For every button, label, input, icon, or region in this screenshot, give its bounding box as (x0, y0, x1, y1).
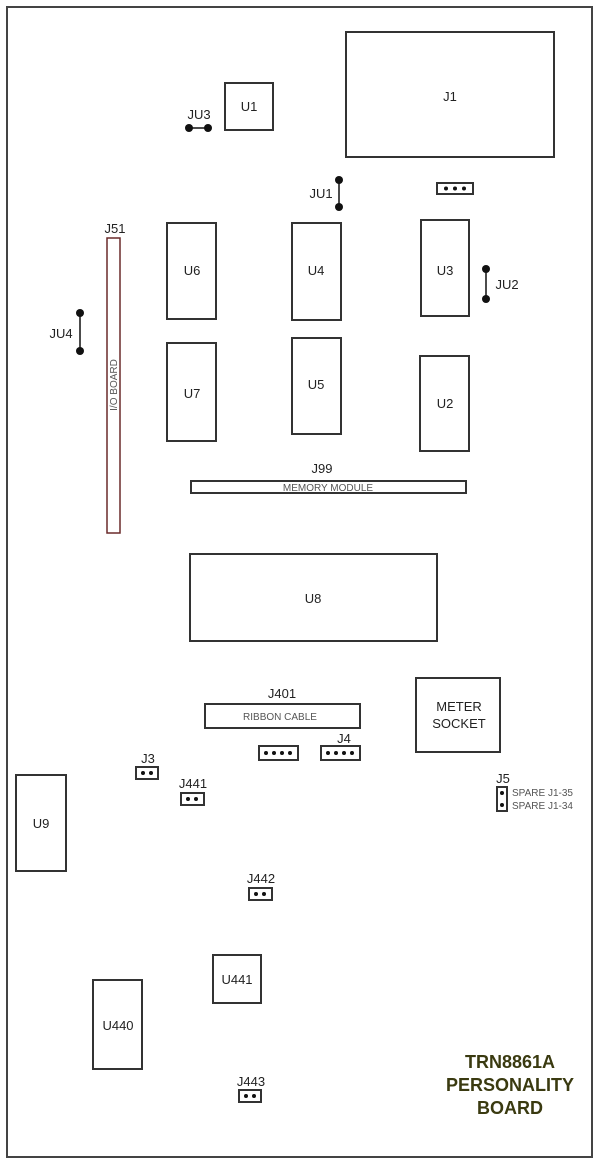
connector-j4: J4 (320, 731, 361, 761)
meter-socket: METER SOCKET (415, 677, 501, 753)
connector-j99: J99 MEMORY MODULE (190, 461, 467, 494)
connector-j401: J401 RIBBON CABLE (204, 686, 361, 729)
chip-u6: U6 (166, 222, 217, 320)
svg-text:U8: U8 (305, 591, 322, 606)
chip-u5: U5 (291, 337, 342, 435)
chip-u7: U7 (166, 342, 217, 442)
jumper-ju2: JU2 (482, 265, 519, 303)
svg-text:U441: U441 (221, 972, 252, 987)
svg-text:TRN8861A: TRN8861A (465, 1052, 555, 1072)
svg-text:J99: J99 (312, 461, 333, 476)
svg-text:U2: U2 (437, 396, 454, 411)
board-title: TRN8861A PERSONALITY BOARD (446, 1052, 574, 1118)
svg-text:U9: U9 (33, 816, 50, 831)
svg-text:J1: J1 (443, 89, 457, 104)
connector-j51: J51 I/O BOARD (105, 221, 126, 534)
connector-j3: J3 (135, 751, 159, 780)
svg-text:SPARE J1-34: SPARE J1-34 (512, 801, 573, 812)
svg-text:J4: J4 (337, 731, 351, 746)
chip-u8: U8 (189, 553, 438, 642)
svg-text:SPARE J1-35: SPARE J1-35 (512, 788, 573, 799)
svg-text:U440: U440 (102, 1018, 133, 1033)
svg-text:JU3: JU3 (187, 107, 210, 122)
svg-text:U6: U6 (184, 263, 201, 278)
connector-j5: J5 SPARE J1-35 SPARE J1-34 (496, 771, 573, 812)
svg-text:U1: U1 (241, 99, 258, 114)
connector-j441: J441 (179, 776, 207, 806)
svg-text:JU1: JU1 (309, 186, 332, 201)
jumper-ju4: JU4 (49, 309, 84, 355)
chip-u1: U1 (224, 82, 274, 131)
svg-text:METER: METER (436, 699, 482, 714)
chip-u4: U4 (291, 222, 342, 321)
svg-text:J5: J5 (496, 771, 510, 786)
jumper-ju3: JU3 (185, 107, 212, 132)
svg-text:PERSONALITY: PERSONALITY (446, 1075, 574, 1095)
svg-text:U4: U4 (308, 263, 325, 278)
svg-text:MEMORY MODULE: MEMORY MODULE (283, 483, 374, 494)
chip-u440: U440 (92, 979, 143, 1070)
svg-text:SOCKET: SOCKET (432, 716, 486, 731)
svg-text:J442: J442 (247, 871, 275, 886)
svg-text:JU2: JU2 (495, 277, 518, 292)
svg-text:RIBBON CABLE: RIBBON CABLE (243, 712, 317, 723)
svg-text:I/O BOARD: I/O BOARD (109, 359, 120, 411)
svg-text:BOARD: BOARD (477, 1098, 543, 1118)
connector-j442: J442 (247, 871, 275, 901)
header-3pin (436, 182, 474, 195)
svg-text:U3: U3 (437, 263, 454, 278)
connector-j443: J443 (237, 1074, 265, 1103)
svg-text:J401: J401 (268, 686, 296, 701)
svg-text:J51: J51 (105, 221, 126, 236)
svg-text:J443: J443 (237, 1074, 265, 1089)
svg-text:U7: U7 (184, 386, 201, 401)
svg-text:J441: J441 (179, 776, 207, 791)
header-4pin-left (258, 745, 299, 761)
chip-u2: U2 (419, 355, 470, 452)
svg-text:JU4: JU4 (49, 326, 72, 341)
jumper-ju1: JU1 (309, 176, 343, 211)
connector-j1: J1 (345, 31, 555, 158)
chip-u3: U3 (420, 219, 470, 317)
chip-u9: U9 (15, 774, 67, 872)
svg-text:U5: U5 (308, 377, 325, 392)
chip-u441: U441 (212, 954, 262, 1004)
svg-text:J3: J3 (141, 751, 155, 766)
